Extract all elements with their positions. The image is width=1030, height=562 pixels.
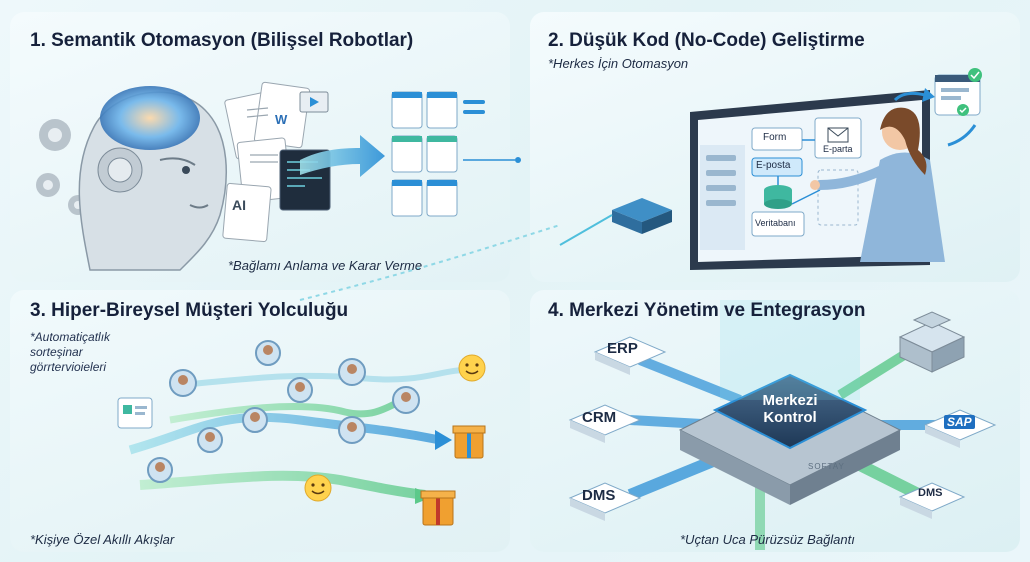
gift-icon <box>420 425 486 526</box>
panel3-sub-line3: görrtervioieleri <box>30 360 107 374</box>
flow-arrow <box>300 135 385 177</box>
svg-text:AI: AI <box>232 197 246 213</box>
dms-label: DMS <box>582 487 616 504</box>
module-tiles <box>568 336 997 521</box>
panel1-caption: *Bağlamı Anlama ve Karar Verme <box>228 258 423 273</box>
node-db-label: Veritabanı <box>755 218 796 228</box>
node-email-label: E-posta <box>756 160 791 171</box>
node-eparta-label: E-parta <box>823 144 853 154</box>
robot-head <box>78 86 227 271</box>
hub-platform <box>678 300 902 505</box>
panel3-sub-line2: sorteşinar <box>30 345 83 359</box>
panel1-title: 1. Semantik Otomasyon (Bilişsel Robotlar… <box>30 30 414 51</box>
node-form-label: Form <box>763 132 787 143</box>
svg-text:W: W <box>275 112 288 127</box>
hub-label: Merkezi Kontrol <box>740 392 840 426</box>
panel3-title: 3. Hiper-Bireysel Müşteri Yolculuğu <box>30 300 349 321</box>
panel4-title: 4. Merkezi Yönetim ve Entegrasyon <box>548 300 866 321</box>
mini-window-icon <box>893 68 982 147</box>
hub-label-line2: Kontrol <box>763 409 817 426</box>
erp-label: ERP <box>607 340 638 357</box>
server-chip <box>559 198 672 246</box>
smile-icon <box>304 354 486 502</box>
panel4-caption: *Uçtan Uca Pürüzsüz Bağlantı <box>680 532 855 547</box>
hub-small-label: SOFTAY <box>808 462 845 471</box>
structured-cards <box>391 91 521 217</box>
panel2-title: 2. Düşük Kod (No-Code) Geliştirme <box>548 30 865 51</box>
crm-label: CRM <box>582 409 617 426</box>
hub-label-line1: Merkezi <box>762 392 818 409</box>
panel2-subtitle: *Herkes İçin Otomasyon <box>548 56 689 71</box>
avatar-nodes <box>147 340 420 483</box>
dms-box-label: DMS <box>918 487 943 499</box>
woman-figure <box>810 107 945 262</box>
card-icon <box>117 397 153 429</box>
panel3-sub-line1: *Automatiçatlık <box>30 330 111 344</box>
documents-pile: W AI <box>222 81 331 243</box>
sap-logo: SAP <box>944 415 975 429</box>
panel3-caption: *Kişiye Özel Akıllı Akışlar <box>30 532 175 547</box>
dms-box-icon <box>898 311 966 373</box>
